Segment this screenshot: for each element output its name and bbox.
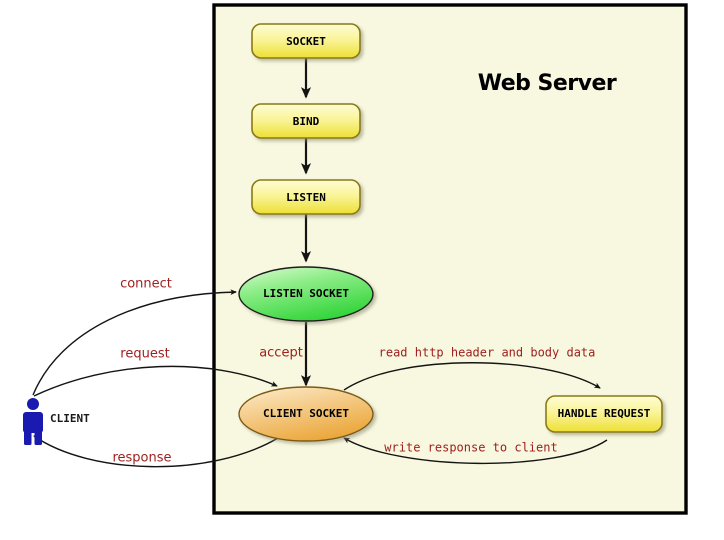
node-socket[interactable]: SOCKET	[251, 23, 361, 59]
person-icon	[23, 398, 43, 445]
client-label: CLIENT	[50, 412, 90, 425]
svg-text:HANDLE REQUEST: HANDLE REQUEST	[558, 407, 651, 420]
page-title: Web Server	[478, 71, 617, 96]
edge-label-read-http: read http header and body data	[379, 346, 596, 360]
svg-text:BIND: BIND	[293, 115, 320, 128]
edge-label-write-response: write response to client	[384, 441, 557, 455]
edge-connect: connect	[32, 277, 237, 396]
node-handle-request[interactable]: HANDLE REQUEST	[545, 395, 663, 433]
node-bind[interactable]: BIND	[251, 103, 361, 139]
edge-request: request	[33, 347, 278, 397]
edge-label-request: request	[120, 347, 169, 362]
svg-text:LISTEN SOCKET: LISTEN SOCKET	[263, 287, 349, 300]
edge-accept: accept	[259, 322, 312, 387]
node-listen[interactable]: LISTEN	[251, 179, 361, 215]
edge-label-connect: connect	[120, 277, 172, 292]
edge-read-http: read http header and body data	[343, 346, 601, 391]
client-actor[interactable]: CLIENT	[23, 398, 90, 445]
node-client-socket[interactable]: CLIENT SOCKET	[238, 386, 374, 442]
edge-label-response: response	[112, 451, 171, 466]
node-listen-socket[interactable]: LISTEN SOCKET	[238, 266, 374, 322]
edge-label-accept: accept	[259, 346, 303, 361]
edge-response: response	[33, 435, 279, 468]
edge-write-response: write response to client	[343, 437, 608, 465]
svg-text:CLIENT SOCKET: CLIENT SOCKET	[263, 407, 349, 420]
svg-text:LISTEN: LISTEN	[286, 191, 326, 204]
svg-text:SOCKET: SOCKET	[286, 35, 326, 48]
